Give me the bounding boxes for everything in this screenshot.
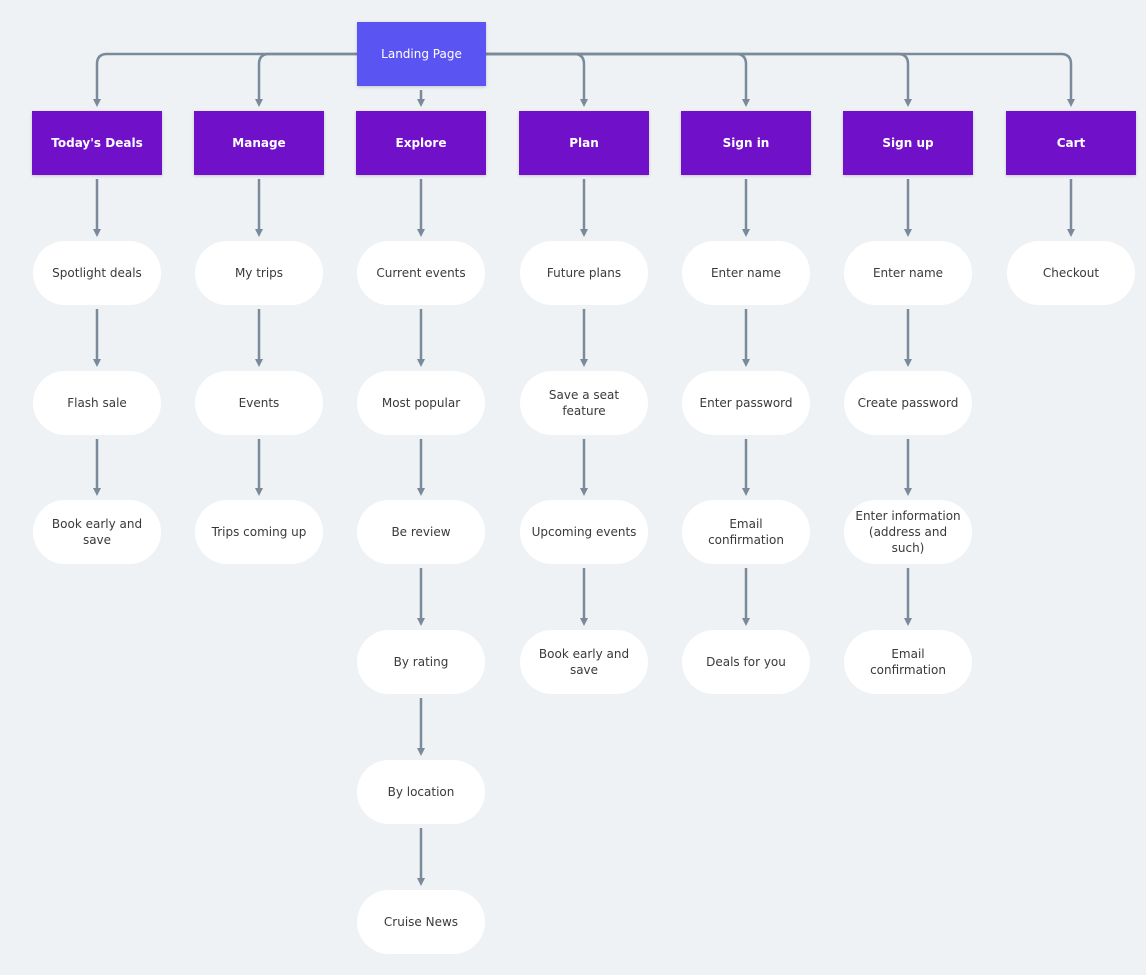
page-node-label: Future plans	[546, 266, 622, 280]
page-node-label: Book early and save	[538, 647, 630, 677]
section-label: Plan	[569, 136, 599, 150]
page-node-most-popular: Most popular	[357, 371, 485, 435]
section-node-today-s-deals: Today's Deals	[32, 111, 162, 175]
page-node-label: Enter name	[710, 266, 782, 280]
page-node-label: My trips	[234, 266, 284, 280]
page-node-current-events: Current events	[357, 241, 485, 305]
page-node-email-confirmation: Email confirmation	[844, 630, 972, 694]
page-node-trips-coming-up: Trips coming up	[195, 500, 323, 564]
page-node-enter-name: Enter name	[682, 241, 810, 305]
page-node-label: Enter information (address and such)	[855, 509, 961, 555]
page-node-label: Email confirmation	[708, 517, 784, 547]
page-node-enter-information-address-and-such: Enter information (address and such)	[844, 500, 972, 564]
page-node-enter-password: Enter password	[682, 371, 810, 435]
connector-root-to-section	[486, 52, 750, 107]
page-node-label: By rating	[393, 655, 449, 669]
page-node-label: Upcoming events	[531, 525, 637, 539]
page-node-spotlight-deals: Spotlight deals	[33, 241, 161, 305]
page-node-email-confirmation: Email confirmation	[682, 500, 810, 564]
page-node-cruise-news: Cruise News	[357, 890, 485, 954]
connector-root-to-section	[486, 52, 588, 107]
page-node-label: By location	[387, 785, 455, 799]
section-node-sign-up: Sign up	[843, 111, 973, 175]
page-node-checkout: Checkout	[1007, 241, 1135, 305]
page-node-label: Email confirmation	[870, 647, 946, 677]
section-label: Explore	[395, 136, 447, 150]
page-node-book-early-and-save: Book early and save	[33, 500, 161, 564]
page-node-label: Save a seat feature	[548, 388, 620, 418]
page-node-label: Be review	[391, 525, 451, 539]
page-node-label: Flash sale	[67, 396, 127, 410]
landing-page-label: Landing Page	[381, 47, 462, 61]
section-label: Sign up	[882, 136, 934, 150]
page-node-label: Most popular	[381, 396, 461, 410]
connector-root-to-section	[255, 52, 357, 107]
section-node-sign-in: Sign in	[681, 111, 811, 175]
page-node-label: Current events	[376, 266, 466, 280]
page-node-events: Events	[195, 371, 323, 435]
page-node-my-trips: My trips	[195, 241, 323, 305]
page-node-book-early-and-save: Book early and save	[520, 630, 648, 694]
page-node-label: Create password	[857, 396, 959, 410]
page-node-create-password: Create password	[844, 371, 972, 435]
connector-root-to-section	[93, 52, 357, 107]
page-node-label: Spotlight deals	[52, 266, 142, 280]
page-node-label: Enter name	[872, 266, 944, 280]
section-label: Cart	[1056, 136, 1086, 150]
page-node-label: Events	[238, 396, 280, 410]
page-node-deals-for-you: Deals for you	[682, 630, 810, 694]
section-node-cart: Cart	[1006, 111, 1136, 175]
page-node-by-location: By location	[357, 760, 485, 824]
page-node-label: Trips coming up	[211, 525, 307, 539]
page-node-label: Book early and save	[51, 517, 143, 547]
page-node-future-plans: Future plans	[520, 241, 648, 305]
section-label: Manage	[232, 136, 286, 150]
page-node-flash-sale: Flash sale	[33, 371, 161, 435]
page-node-upcoming-events: Upcoming events	[520, 500, 648, 564]
section-label: Today's Deals	[51, 136, 143, 150]
connector-root-to-section	[486, 52, 1075, 107]
landing-page-node: Landing Page	[357, 22, 486, 86]
section-node-plan: Plan	[519, 111, 649, 175]
page-node-label: Checkout	[1042, 266, 1100, 280]
section-node-manage: Manage	[194, 111, 324, 175]
connector-root-to-section	[486, 52, 912, 107]
page-node-save-a-seat-feature: Save a seat feature	[520, 371, 648, 435]
page-node-be-review: Be review	[357, 500, 485, 564]
page-node-label: Enter password	[699, 396, 793, 410]
page-node-enter-name: Enter name	[844, 241, 972, 305]
section-node-explore: Explore	[356, 111, 486, 175]
page-node-label: Cruise News	[383, 915, 459, 929]
page-node-label: Deals for you	[706, 655, 786, 669]
page-node-by-rating: By rating	[357, 630, 485, 694]
section-label: Sign in	[722, 136, 770, 150]
